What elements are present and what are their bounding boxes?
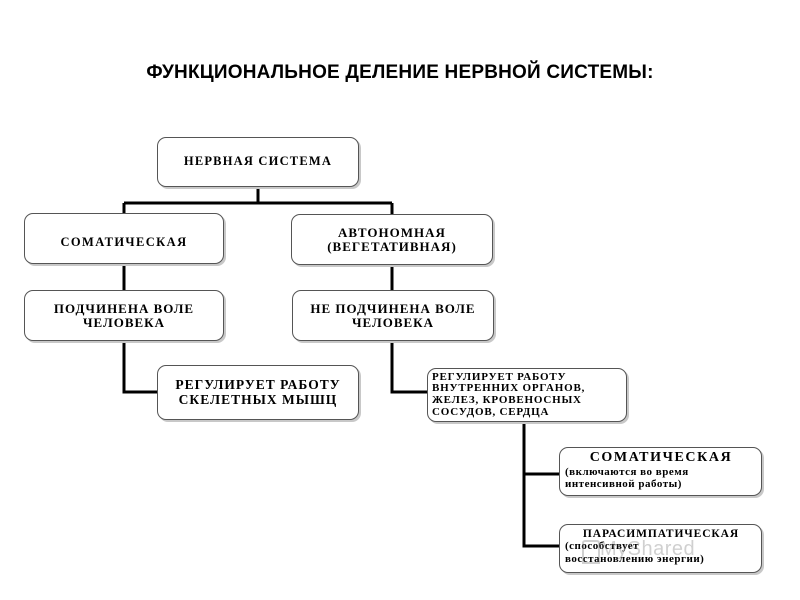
node-internal-label-1: РЕГУЛИРУЕТ РАБОТУ: [432, 370, 567, 383]
node-internal-label-4: СОСУДОВ, СЕРДЦА: [432, 405, 550, 418]
node-skeletal-label-2: СКЕЛЕТНЫХ МЫШЦ: [178, 391, 338, 407]
node-sympathetic-title: СОМАТИЧЕСКАЯ: [589, 450, 733, 465]
node-skeletal-muscles: РЕГУЛИРУЕТ РАБОТУ СКЕЛЕТНЫХ МЫШЦ: [157, 365, 359, 420]
node-autonomic-label-1: АВТОНОМНАЯ: [338, 224, 446, 240]
node-sympathetic-sub-1: (включаются во время: [565, 465, 689, 478]
node-somatic-voluntary: ПОДЧИНЕНА ВОЛЕ ЧЕЛОВЕКА: [24, 290, 224, 341]
node-nervous-system-label: НЕРВНАЯ СИСТЕМА: [183, 154, 333, 169]
watermark-icon: [582, 540, 600, 564]
node-sympathetic-sub-2: интенсивной работы): [565, 478, 682, 491]
connector-to-skeletal: [122, 340, 158, 394]
node-autonomic-involuntary: НЕ ПОДЧИНЕНА ВОЛЕ ЧЕЛОВЕКА: [292, 290, 494, 341]
node-autonomic: АВТОНОМНАЯ (ВЕГЕТАТИВНАЯ): [291, 214, 493, 265]
page-title: ФУНКЦИОНАЛЬНОЕ ДЕЛЕНИЕ НЕРВНОЙ СИСТЕМЫ:: [146, 62, 654, 83]
node-somatic-label: СОМАТИЧЕСКАЯ: [60, 234, 188, 249]
node-parasympathetic-sub-1: (способствует: [565, 540, 640, 553]
node-internal-label-2: ВНУТРЕННИХ ОРГАНОВ,: [432, 382, 586, 395]
connector-to-internal: [390, 340, 428, 394]
node-skeletal-label-1: РЕГУЛИРУЕТ РАБОТУ: [175, 377, 341, 393]
connector-to-subdivisions: [522, 420, 560, 548]
node-internal-organs: РЕГУЛИРУЕТ РАБОТУ ВНУТРЕННИХ ОРГАНОВ, ЖЕ…: [427, 368, 627, 422]
node-somatic: СОМАТИЧЕСКАЯ: [24, 213, 224, 264]
node-somatic-voluntary-label-2: ЧЕЛОВЕКА: [83, 314, 165, 330]
watermark: MyShared: [600, 538, 696, 560]
node-parasympathetic: ПАРАСИМПАТИЧЕСКАЯ (способствует восстано…: [559, 524, 762, 573]
node-nervous-system: НЕРВНАЯ СИСТЕМА: [157, 137, 359, 187]
node-sympathetic: СОМАТИЧЕСКАЯ (включаются во время интенс…: [559, 447, 762, 496]
node-autonomic-involuntary-label-1: НЕ ПОДЧИНЕНА ВОЛЕ: [310, 300, 476, 316]
node-internal-label-3: ЖЕЛЕЗ, КРОВЕНОСНЫХ: [432, 394, 582, 406]
node-autonomic-involuntary-label-2: ЧЕЛОВЕКА: [352, 314, 434, 330]
node-somatic-voluntary-label-1: ПОДЧИНЕНА ВОЛЕ: [53, 300, 195, 316]
node-parasympathetic-title: ПАРАСИМПАТИЧЕСКАЯ: [582, 528, 740, 540]
node-autonomic-label-2: (ВЕГЕТАТИВНАЯ): [327, 238, 457, 254]
